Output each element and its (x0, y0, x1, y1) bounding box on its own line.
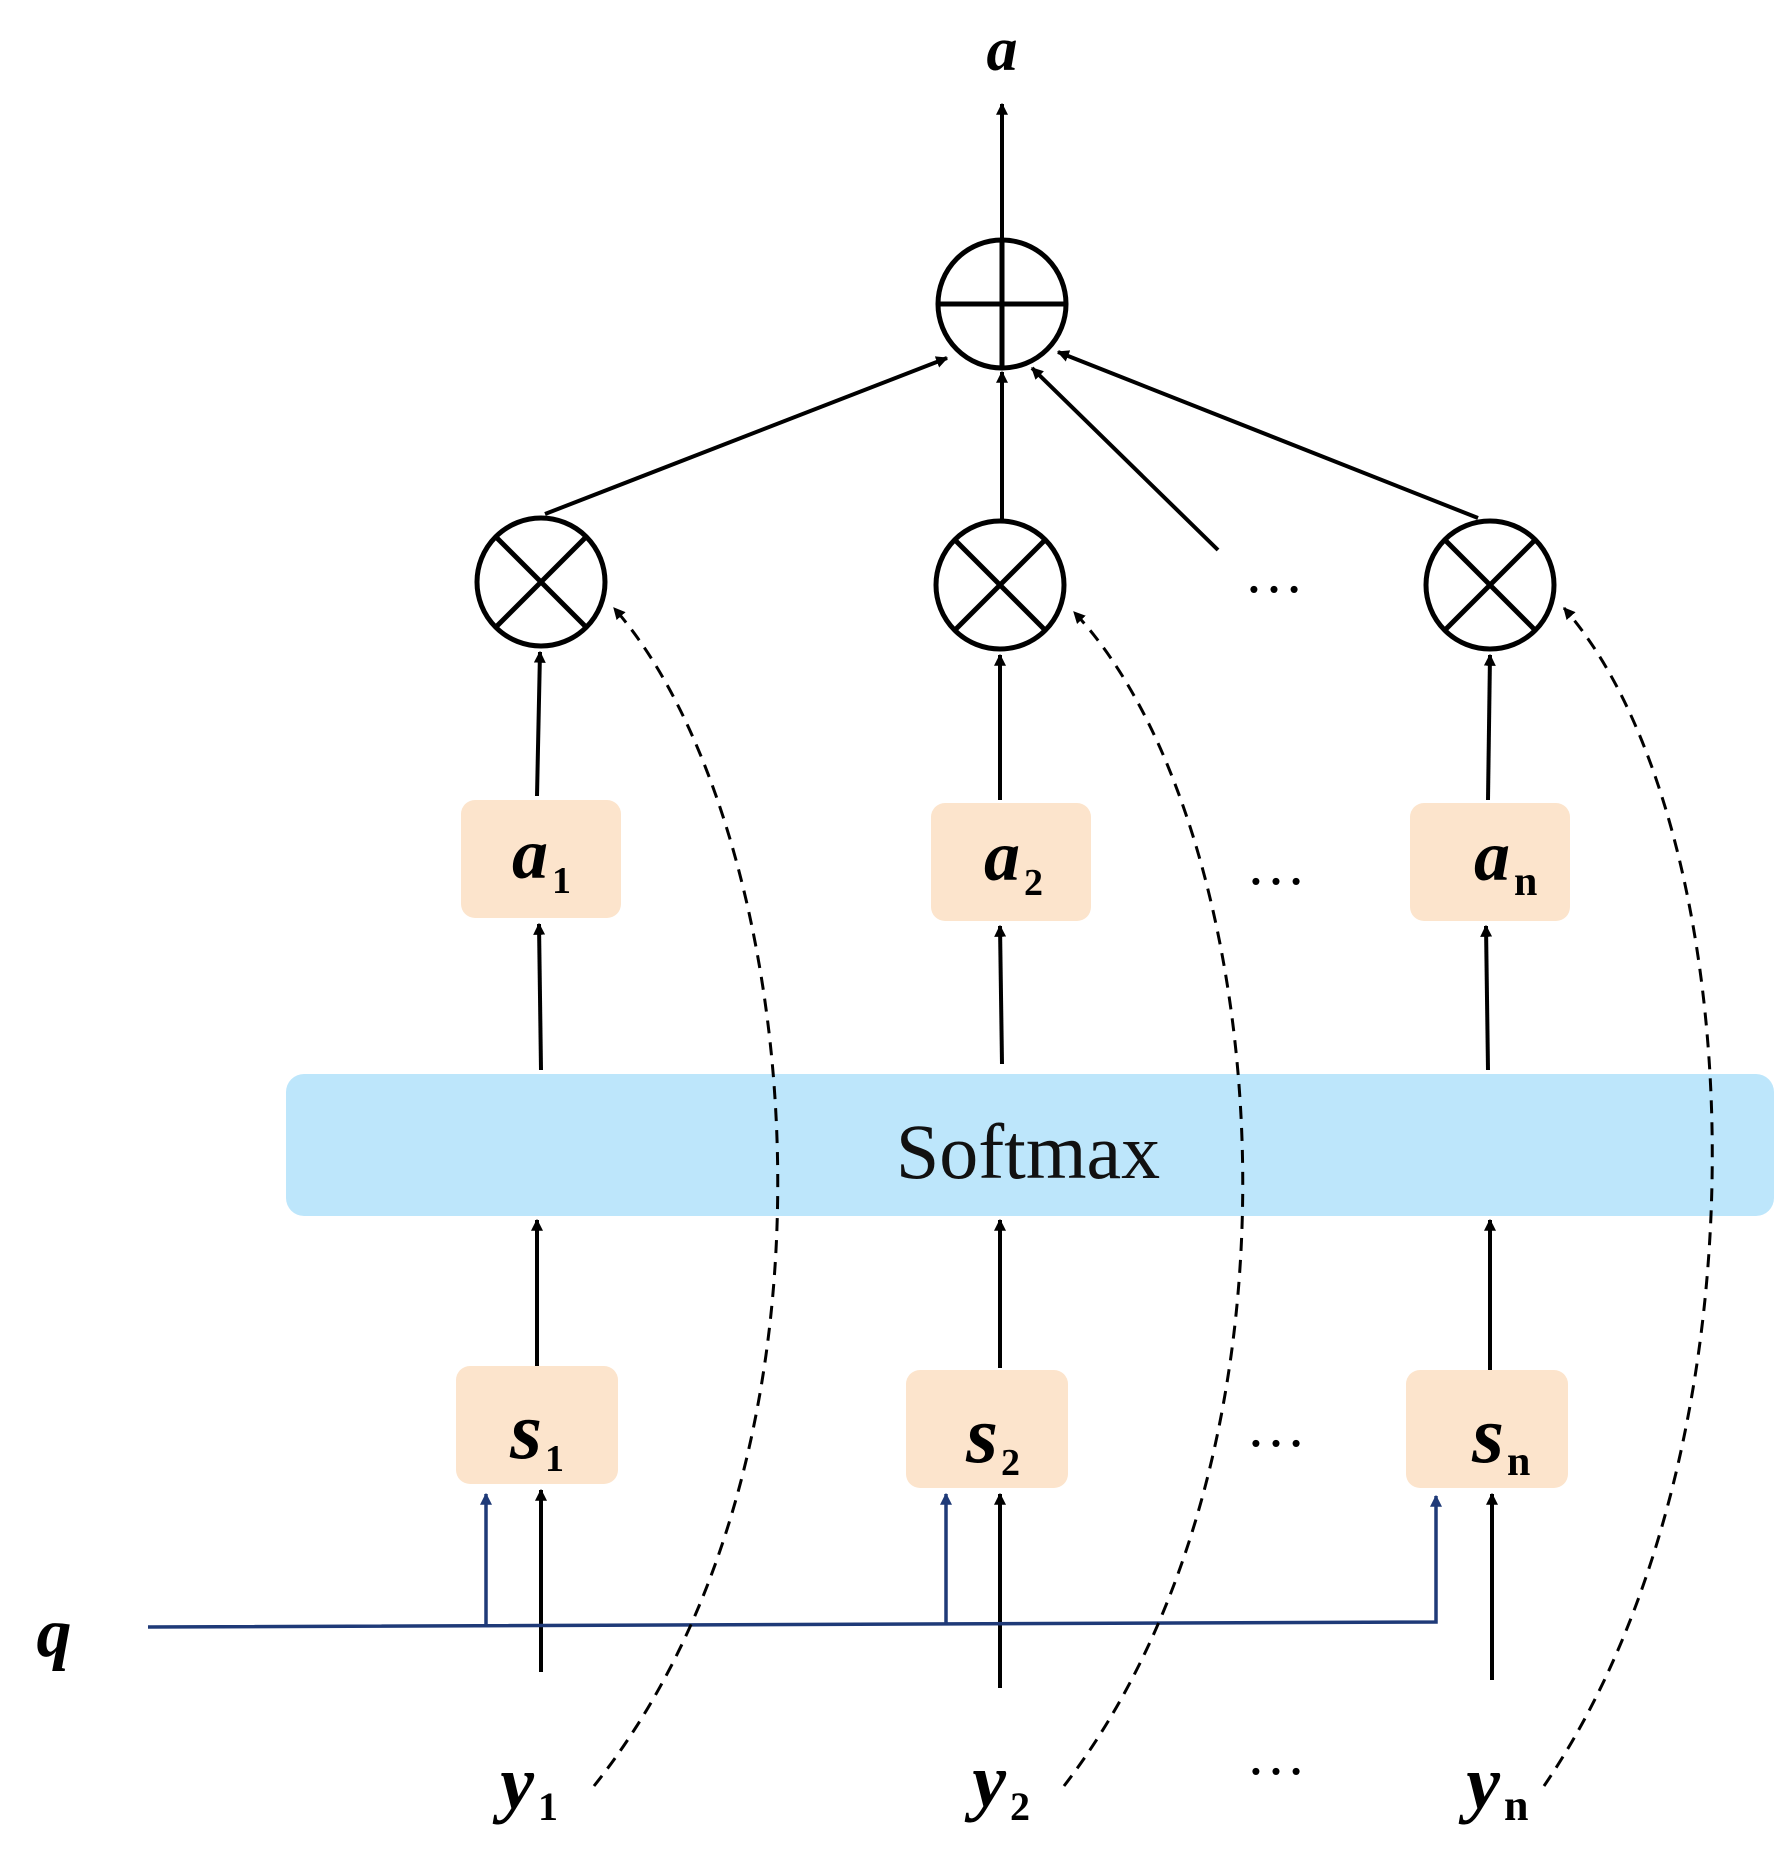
svg-text:n: n (1504, 1781, 1528, 1830)
svg-text:1: 1 (545, 1438, 564, 1480)
svg-text:n: n (1514, 859, 1537, 905)
arrow-ellipsis-to-sum (1030, 366, 1220, 552)
multiply-node-2 (933, 518, 1067, 652)
score-box-2: s 2 (906, 1370, 1068, 1488)
svg-text:y: y (492, 1741, 534, 1825)
svg-text:a: a (1474, 816, 1510, 896)
svg-text:1: 1 (552, 860, 571, 902)
dashed-yn-to-multn (1542, 607, 1714, 1787)
ellipsis-multiply-row: … (1244, 539, 1304, 605)
arrow-softmax-to-a2 (994, 924, 1007, 1065)
dashed-y2-to-mult2 (1062, 610, 1245, 1787)
sum-node (935, 237, 1069, 371)
ellipsis-score-row: … (1246, 1393, 1306, 1459)
weight-box-1: a 1 (461, 800, 621, 918)
weight-box-2: a 2 (931, 803, 1091, 921)
ellipsis-input-row: … (1246, 1721, 1306, 1787)
arrow-mult1-to-sum (544, 356, 949, 516)
svg-text:2: 2 (1024, 862, 1043, 904)
arrow-multn-to-sum (1056, 350, 1479, 520)
dashed-y1-to-mult1 (592, 607, 780, 1787)
score-box-n: s n (1406, 1370, 1568, 1488)
query-label: q (37, 1595, 72, 1672)
input-label-n: y n (1458, 1741, 1528, 1830)
svg-text:1: 1 (538, 1784, 558, 1829)
svg-text:s: s (965, 1389, 998, 1480)
softmax-bar: Softmax (286, 1074, 1774, 1216)
multiply-node-1 (474, 515, 608, 649)
svg-text:2: 2 (1001, 1442, 1020, 1484)
svg-text:y: y (1458, 1741, 1500, 1825)
softmax-label: Softmax (896, 1108, 1160, 1195)
input-label-1: y 1 (492, 1741, 558, 1829)
arrow-softmax-to-a1 (533, 922, 546, 1071)
multiply-node-n (1423, 518, 1557, 652)
svg-text:s: s (509, 1385, 542, 1476)
svg-text:s: s (1471, 1389, 1504, 1480)
arrow-an-to-multn (1483, 653, 1496, 801)
weight-box-n: a n (1410, 803, 1570, 921)
svg-text:n: n (1507, 1439, 1530, 1485)
arrow-a1-to-mult1 (533, 650, 546, 797)
arrow-softmax-to-an (1480, 924, 1493, 1071)
output-label: a (987, 16, 1018, 84)
svg-text:a: a (512, 814, 548, 894)
input-label-2: y 2 (964, 1739, 1030, 1829)
svg-text:a: a (984, 816, 1020, 896)
query-line (147, 1494, 1442, 1629)
svg-text:2: 2 (1010, 1784, 1030, 1829)
score-box-1: s 1 (456, 1366, 618, 1484)
ellipsis-weight-row: … (1246, 831, 1306, 897)
svg-text:y: y (964, 1739, 1006, 1823)
